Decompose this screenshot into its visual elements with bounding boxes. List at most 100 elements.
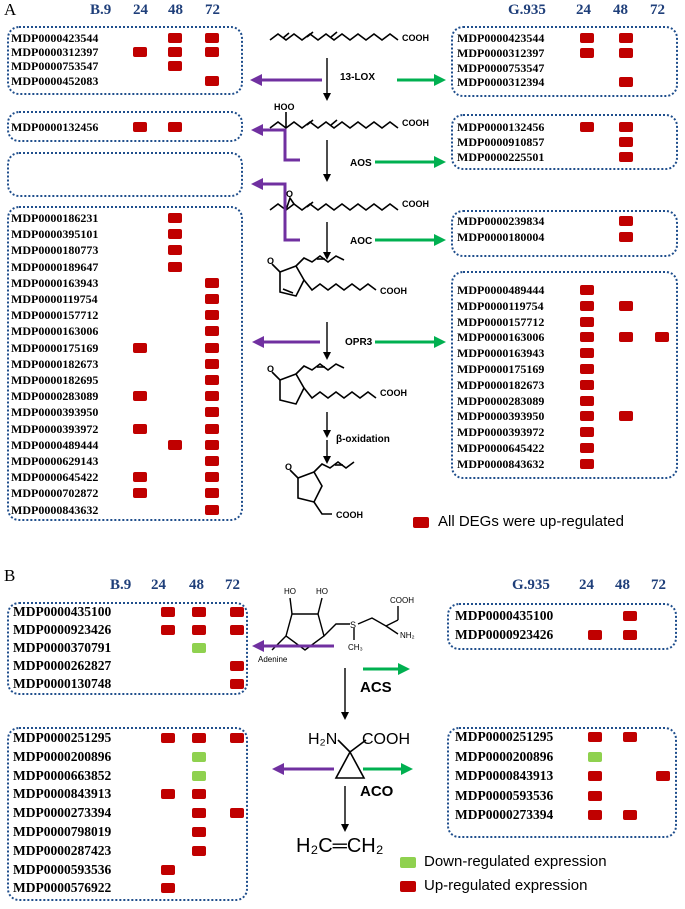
gene-id: MDP0000923426 bbox=[455, 627, 554, 642]
gene-id: MDP0000251295 bbox=[455, 729, 554, 744]
header-48h: 48 bbox=[168, 2, 183, 18]
up-regulated-marker bbox=[588, 771, 602, 781]
enzyme-aos: AOS bbox=[350, 158, 372, 169]
up-regulated-marker bbox=[205, 423, 219, 434]
gene-id: MDP0000393972 bbox=[11, 421, 99, 436]
gene-id: MDP0000435100 bbox=[13, 604, 112, 619]
gene-id: MDP0000312397 bbox=[457, 45, 545, 60]
gene-id: MDP0000163943 bbox=[457, 346, 545, 361]
up-regulated-marker bbox=[230, 808, 244, 819]
up-regulated-marker bbox=[580, 332, 594, 343]
gene-box bbox=[7, 727, 248, 901]
header-48h: 48 bbox=[189, 577, 204, 593]
cooh-label: COOH bbox=[380, 388, 407, 398]
jasmonic-acid-structure bbox=[289, 461, 355, 515]
gene-id: MDP0000312394 bbox=[457, 75, 545, 90]
up-regulated-marker bbox=[619, 332, 633, 343]
gene-box bbox=[451, 271, 678, 479]
up-regulated-marker bbox=[168, 261, 182, 272]
up-regulated-marker bbox=[619, 411, 633, 422]
gene-id: MDP0000843913 bbox=[455, 768, 554, 783]
gene-id: MDP0000119754 bbox=[11, 292, 98, 306]
up-regulated-marker bbox=[580, 458, 594, 469]
up-regulated-marker bbox=[580, 395, 594, 406]
header-72h: 72 bbox=[225, 577, 240, 593]
up-regulated-marker bbox=[580, 427, 594, 438]
up-regulated-marker bbox=[133, 342, 147, 353]
legend-label: All DEGs were up-regulated bbox=[438, 513, 624, 530]
panel-b-label: B bbox=[4, 566, 16, 585]
header-24h: 24 bbox=[151, 577, 166, 593]
gene-id: MDP0000843632 bbox=[457, 456, 545, 471]
gene-box bbox=[7, 26, 243, 95]
up-regulated-marker bbox=[230, 625, 244, 635]
gene-id: MDP0000423544 bbox=[11, 31, 99, 45]
gene-box bbox=[451, 26, 678, 97]
up-regulated-marker bbox=[192, 808, 206, 819]
up-regulated-marker bbox=[580, 285, 594, 295]
gene-id: MDP0000132456 bbox=[11, 120, 99, 134]
up-regulated-marker bbox=[133, 472, 147, 483]
legend-label: Up-regulated expression bbox=[424, 877, 588, 894]
gene-box bbox=[451, 210, 678, 257]
gene-id: MDP0000663852 bbox=[13, 767, 112, 783]
gene-id: MDP0000262827 bbox=[13, 658, 112, 673]
up-regulated-marker bbox=[192, 789, 206, 800]
gene-id: MDP0000180773 bbox=[11, 243, 99, 258]
up-regulated-marker bbox=[580, 33, 594, 43]
header-24h: 24 bbox=[579, 577, 594, 593]
gene-id: MDP0000798019 bbox=[13, 824, 112, 839]
legend-up-swatch bbox=[413, 517, 429, 528]
hydroperoxide-structure bbox=[269, 112, 399, 129]
up-regulated-marker bbox=[168, 245, 182, 256]
up-regulated-marker bbox=[580, 47, 594, 58]
gene-id: MDP0000283089 bbox=[11, 389, 99, 404]
gene-id: MDP0000370791 bbox=[13, 640, 112, 655]
up-regulated-marker bbox=[230, 661, 244, 671]
gene-id: MDP0000132456 bbox=[457, 120, 545, 134]
up-regulated-marker bbox=[133, 391, 147, 402]
gene-box bbox=[451, 114, 678, 170]
up-regulated-marker bbox=[619, 77, 633, 88]
gene-id: MDP0000163006 bbox=[457, 330, 545, 345]
cooh-label: COOH bbox=[380, 286, 407, 296]
gene-id: MDP0000119754 bbox=[457, 298, 544, 313]
panel-a-label: A bbox=[4, 0, 17, 19]
up-regulated-marker bbox=[205, 456, 219, 466]
gene-id: MDP0000393950 bbox=[457, 409, 545, 424]
ketone-o-label: O bbox=[285, 462, 292, 472]
up-regulated-marker bbox=[623, 810, 637, 820]
up-regulated-marker bbox=[623, 630, 637, 640]
up-regulated-marker bbox=[619, 232, 633, 242]
step-beta-oxidation: β-oxidation bbox=[336, 434, 390, 445]
header-genotype: B.9 bbox=[90, 2, 112, 18]
ketone-o-label: O bbox=[267, 364, 274, 374]
gene-id: MDP0000629143 bbox=[11, 454, 99, 468]
gene-id: MDP0000452083 bbox=[11, 73, 99, 88]
acc-structure bbox=[334, 739, 367, 779]
up-regulated-marker bbox=[580, 379, 594, 390]
gene-id: MDP0000593536 bbox=[455, 787, 554, 803]
gene-id: MDP0000157712 bbox=[457, 314, 545, 329]
up-regulated-marker bbox=[161, 733, 175, 743]
gene-id: MDP0000273394 bbox=[455, 807, 554, 822]
up-regulated-marker bbox=[205, 342, 219, 353]
up-regulated-marker bbox=[205, 504, 219, 515]
cooh-label: COOH bbox=[402, 33, 429, 43]
up-regulated-marker bbox=[619, 152, 633, 163]
up-regulated-marker bbox=[192, 733, 206, 743]
up-regulated-marker bbox=[168, 229, 182, 240]
gene-id: MDP0000489444 bbox=[457, 283, 545, 297]
gene-id: MDP0000393972 bbox=[457, 425, 545, 440]
cooh-label: COOH bbox=[402, 118, 429, 128]
up-regulated-marker bbox=[168, 122, 182, 132]
purple-arrow-left bbox=[251, 124, 300, 162]
gene-id: MDP0000702872 bbox=[11, 486, 99, 501]
header-72h: 72 bbox=[205, 2, 220, 18]
up-regulated-marker bbox=[580, 122, 594, 132]
gene-id: MDP0000393950 bbox=[11, 405, 99, 420]
epoxide-structure bbox=[269, 196, 399, 211]
header-24h: 24 bbox=[576, 2, 591, 18]
up-regulated-marker bbox=[205, 75, 219, 86]
